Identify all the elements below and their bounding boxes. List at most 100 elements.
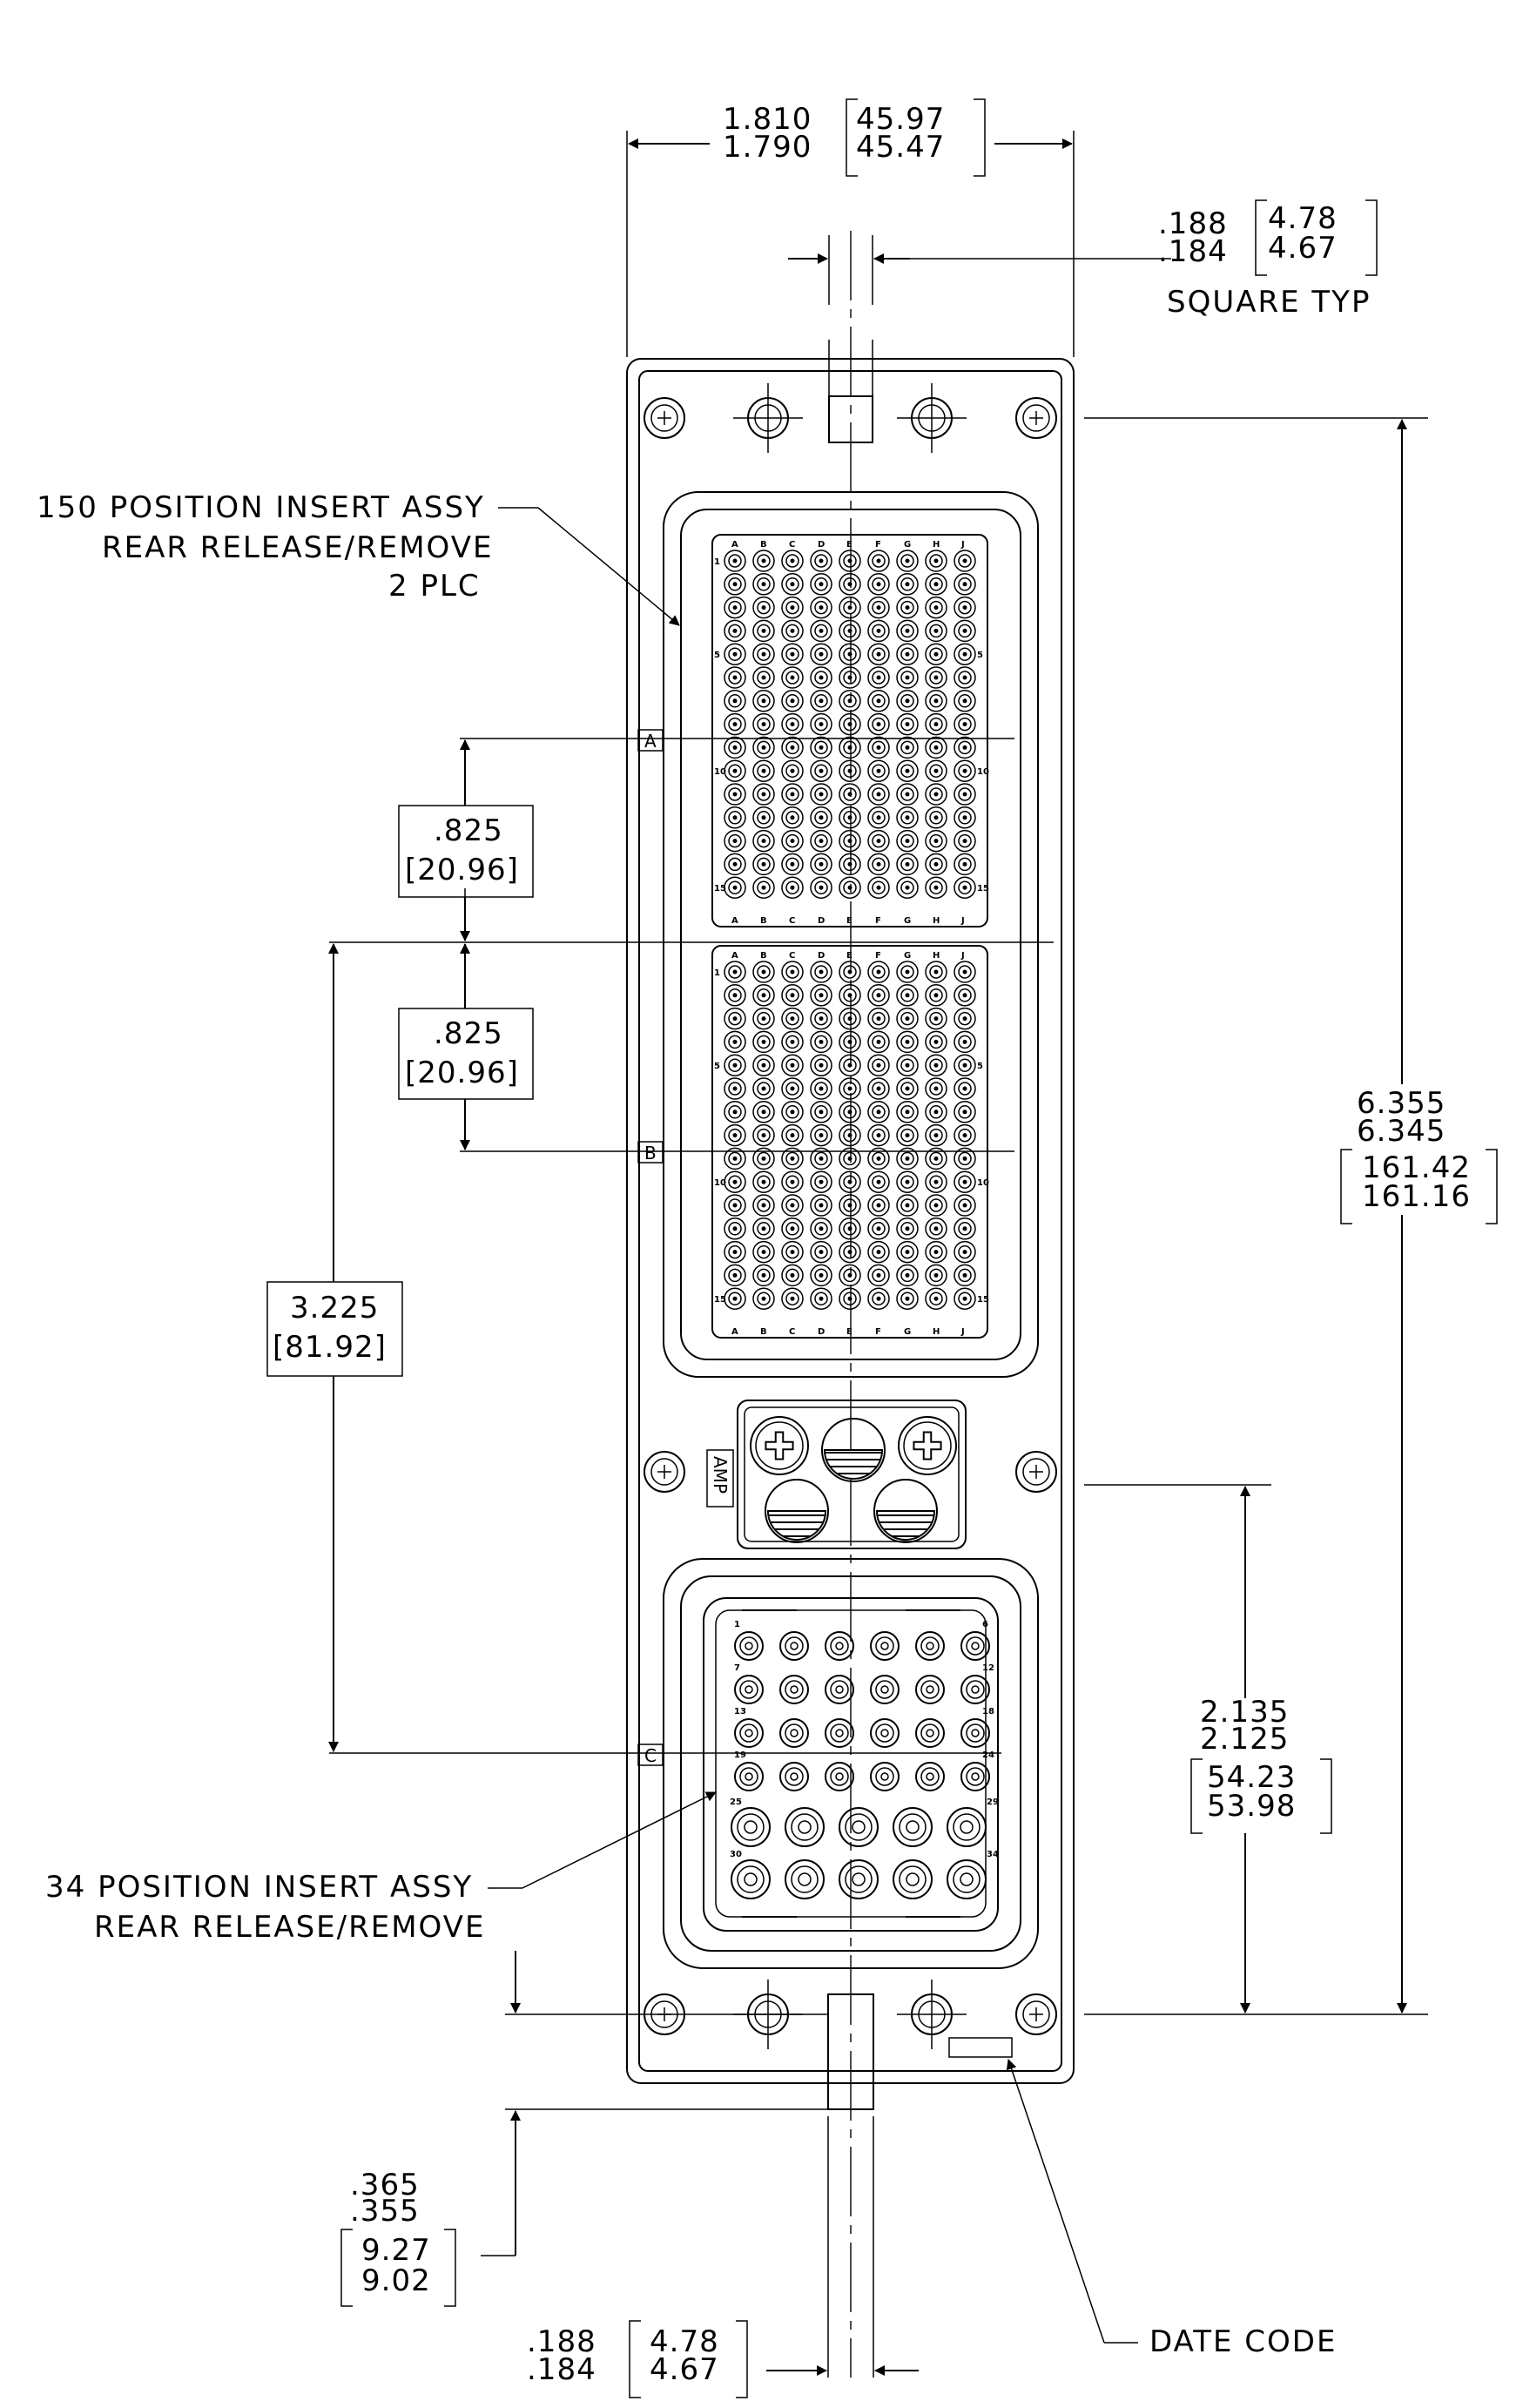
contact-cavity bbox=[781, 806, 804, 829]
contact-cavity bbox=[896, 984, 919, 1007]
datum-b: B bbox=[637, 1141, 664, 1164]
contact-ring bbox=[872, 833, 886, 848]
contact-ring bbox=[728, 1035, 742, 1049]
contact-pin bbox=[962, 605, 967, 610]
grid-col-label-bottom: H bbox=[933, 1327, 940, 1337]
grid-col-label-top: A bbox=[731, 540, 738, 550]
contact-ring bbox=[958, 1082, 972, 1096]
svg-text:34 POSITION INSERT ASSY: 34 POSITION INSERT ASSY bbox=[45, 1870, 473, 1905]
contact-ring bbox=[757, 1244, 771, 1259]
contact-ring bbox=[785, 1198, 799, 1212]
contact-pin bbox=[962, 651, 967, 657]
contact-pin bbox=[962, 815, 967, 820]
contact-cavity bbox=[839, 961, 861, 983]
grid-col-label-bottom: B bbox=[760, 1327, 767, 1337]
grid-row-label-right: 10 bbox=[977, 1178, 989, 1188]
contact-cavity bbox=[810, 853, 832, 876]
contact-cavity bbox=[839, 712, 861, 736]
contact-ring bbox=[728, 600, 742, 615]
contact-cavity bbox=[724, 876, 746, 899]
contact-pin bbox=[876, 605, 881, 610]
contact-pin bbox=[962, 558, 967, 563]
contact-ring bbox=[900, 1011, 914, 1026]
contact-pin bbox=[933, 885, 939, 890]
contact-pin bbox=[819, 1062, 824, 1068]
contact-pin bbox=[790, 651, 795, 657]
mounting-hole-icon bbox=[897, 1980, 967, 2049]
contact-pin bbox=[790, 969, 795, 975]
contact-ring bbox=[785, 647, 799, 661]
contact-pin bbox=[876, 1203, 881, 1208]
contact-pin bbox=[962, 969, 967, 975]
contact-cavity bbox=[781, 1030, 804, 1054]
grid-col-label-bottom: E bbox=[846, 1327, 852, 1337]
contact-ring bbox=[872, 880, 886, 894]
contact-ring bbox=[900, 1268, 914, 1283]
contact-ring bbox=[958, 811, 972, 825]
contact-pin bbox=[926, 1642, 934, 1650]
contact-pin bbox=[905, 675, 910, 680]
grid-row-label-left: 10 bbox=[714, 767, 726, 777]
contact-pin bbox=[847, 1086, 852, 1091]
contact-ring bbox=[757, 764, 771, 778]
contact-cavity bbox=[779, 1718, 809, 1748]
mounting-hole-icon bbox=[644, 397, 685, 439]
contact-cavity bbox=[896, 1194, 919, 1217]
contact-ring bbox=[785, 833, 799, 848]
contact-cavity bbox=[752, 783, 775, 806]
contact-pin bbox=[790, 698, 795, 704]
contact-pin bbox=[819, 605, 824, 610]
contact-cavity bbox=[867, 1170, 890, 1193]
contact-ring bbox=[900, 833, 914, 848]
contact-cavity bbox=[724, 1264, 746, 1287]
contact-pin bbox=[835, 1685, 844, 1694]
contact-pin bbox=[962, 1296, 967, 1301]
contact-ring bbox=[920, 1680, 940, 1699]
contact-cavity bbox=[954, 1194, 976, 1217]
contact-pin bbox=[880, 1642, 889, 1650]
grid-col-label-top: J bbox=[960, 951, 965, 961]
contact-cavity bbox=[925, 1147, 947, 1170]
contact-pin bbox=[962, 1016, 967, 1022]
contact-cavity bbox=[954, 984, 976, 1007]
contact-ring bbox=[728, 880, 742, 894]
grid-row-label-left: 5 bbox=[714, 651, 720, 660]
contact-cavity bbox=[752, 1077, 775, 1100]
grid-col-label-bottom: G bbox=[904, 916, 911, 926]
contact-cavity bbox=[752, 853, 775, 876]
contact-pin bbox=[933, 792, 939, 797]
screw-right-icon bbox=[898, 1416, 957, 1475]
contact-pin bbox=[876, 993, 881, 998]
contact-ring bbox=[757, 1175, 771, 1189]
contact-pin bbox=[732, 839, 738, 844]
contact-pin bbox=[876, 1272, 881, 1278]
contact-cavity bbox=[954, 550, 976, 572]
contact-cavity bbox=[810, 829, 832, 853]
contact-pin bbox=[933, 722, 939, 727]
contact-cavity bbox=[810, 736, 832, 759]
contact-pin bbox=[761, 815, 766, 820]
contact-pin bbox=[876, 1296, 881, 1301]
contact-cavity bbox=[925, 759, 947, 782]
contact-ring bbox=[757, 988, 771, 1002]
contact-ring bbox=[929, 1222, 943, 1236]
contact-ring bbox=[929, 880, 943, 894]
contact-cavity bbox=[896, 690, 919, 712]
contact-ring bbox=[814, 1105, 828, 1119]
contact-cavity bbox=[810, 1217, 832, 1240]
contact-pin bbox=[926, 1729, 934, 1737]
contact-cavity bbox=[896, 1147, 919, 1170]
contact-cavity bbox=[867, 643, 890, 665]
contact-cavity bbox=[810, 876, 832, 899]
contact-cavity bbox=[867, 550, 890, 572]
svg-text:9.27: 9.27 bbox=[361, 2233, 431, 2268]
contact-ring bbox=[785, 1128, 799, 1143]
contact-pin bbox=[880, 1685, 889, 1694]
contact-ring bbox=[872, 1268, 886, 1283]
contact-ring bbox=[929, 1105, 943, 1119]
svg-text:4.78: 4.78 bbox=[650, 2324, 719, 2359]
contact-ring bbox=[843, 988, 857, 1002]
contact-pin bbox=[819, 993, 824, 998]
hole-inner bbox=[1022, 2000, 1050, 2028]
